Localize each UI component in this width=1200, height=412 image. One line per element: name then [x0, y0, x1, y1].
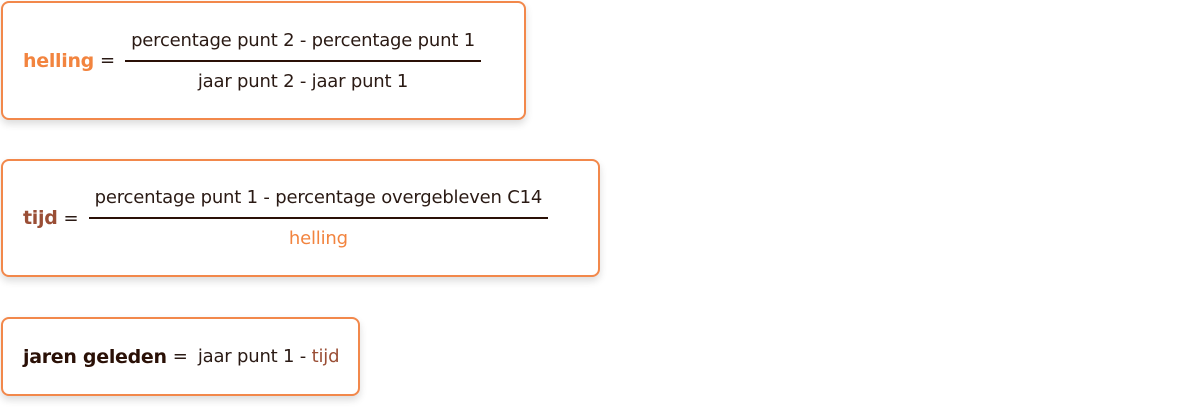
equals-sign: = — [63, 207, 79, 229]
fraction-helling: percentage punt 2 - percentage punt 1 ja… — [125, 30, 481, 92]
term-jaren-geleden: jaren geleden — [23, 345, 167, 368]
numerator: percentage punt 1 - percentage overgeble… — [94, 187, 543, 208]
formula-card-tijd: tijd = percentage punt 1 - percentage ov… — [1, 159, 600, 277]
fraction-bar — [125, 59, 481, 62]
equals-sign: = — [99, 50, 116, 71]
expression-ref-tijd: tijd — [311, 346, 340, 367]
term-helling: helling — [23, 49, 94, 72]
fraction-bar — [88, 217, 549, 219]
numerator: percentage punt 2 - percentage punt 1 — [131, 29, 475, 51]
term-tijd: tijd — [23, 207, 58, 229]
equals-sign: = — [172, 346, 188, 367]
expression-text: jaar punt 1 - — [197, 346, 307, 367]
formula-card-helling: helling = percentage punt 2 - percentage… — [1, 1, 526, 120]
denominator: jaar punt 2 - jaar punt 1 — [197, 70, 409, 92]
formula-card-jaren-geleden: jaren geleden = jaar punt 1 - tijd — [1, 317, 360, 396]
denominator-helling: helling — [288, 228, 348, 249]
expression: jaar punt 1 - tijd — [198, 346, 340, 367]
fraction-tijd: percentage punt 1 - percentage overgeble… — [88, 187, 549, 249]
